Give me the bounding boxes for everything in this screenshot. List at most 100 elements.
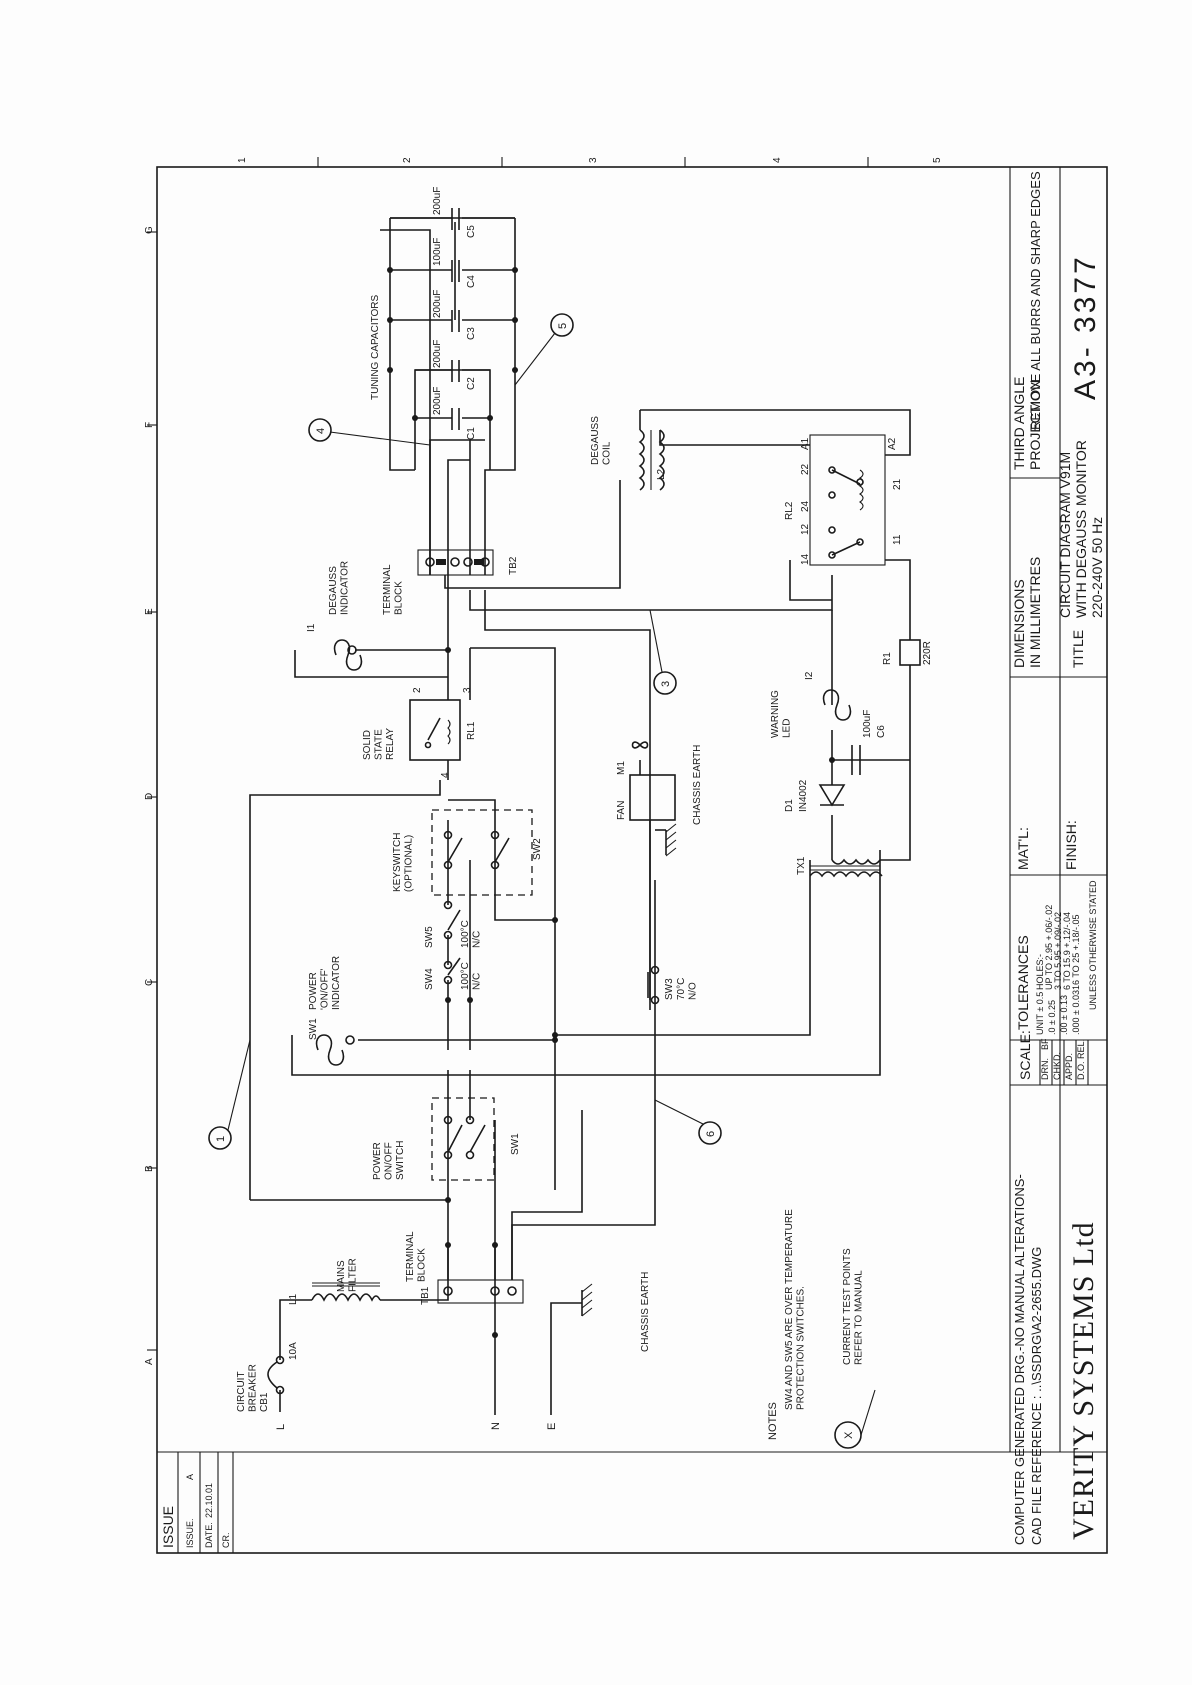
- burrs-note: REMOVE ALL BURRS AND SHARP EDGES: [1028, 171, 1043, 430]
- drn-label: DRN.: [1040, 1058, 1050, 1080]
- capacitor-symbols: [390, 208, 861, 775]
- c2-ref: C2: [466, 377, 477, 390]
- cb1-rating: 10A: [288, 1342, 299, 1360]
- drn-value: BF: [1040, 1038, 1050, 1050]
- rl2-pin-24: 24: [800, 500, 811, 512]
- mains-filter-label: MAINSFILTER: [336, 1258, 359, 1292]
- r1-ref: R1: [882, 652, 893, 665]
- keyswitch-label: KEYSWITCH(OPTIONAL): [392, 833, 415, 892]
- sw1-indicator-ref: SW1: [308, 1018, 319, 1040]
- zone-letter: D: [144, 793, 155, 800]
- sw2-keyswitch-symbol: [431, 809, 533, 896]
- rl2-pin-22: 22: [800, 463, 811, 475]
- rl1-relay-symbol: [409, 699, 461, 761]
- chassis-earth-symbols: [581, 823, 677, 1317]
- tb2-label: TERMINALBLOCK: [382, 564, 405, 615]
- indicator-lamps: [315, 639, 852, 1066]
- chassis-earth-1-label: CHASSIS EARTH: [640, 1272, 651, 1352]
- finish-label: FINISH:: [1063, 820, 1079, 870]
- mains-filter-inductor: [311, 1282, 381, 1302]
- c1-ref: C1: [466, 427, 477, 440]
- tol-holes-5: 16 TO 25 +.18/-.05: [1071, 915, 1081, 990]
- test-point-4: 4: [315, 428, 327, 434]
- c1-value: 200uF: [432, 387, 443, 415]
- input-e-label: E: [546, 1423, 558, 1430]
- thermal-switches: [443, 900, 660, 1005]
- zone-number: 1: [237, 157, 248, 163]
- c5-ref: C5: [466, 225, 477, 238]
- title-label: TITLE: [1070, 630, 1086, 668]
- c2-value: 200uF: [432, 340, 443, 368]
- sw1-indicator-label: POWER'ON/OFF'INDICATOR: [308, 956, 342, 1010]
- test-point-5: 5: [557, 323, 569, 329]
- d1-ref: D1: [784, 799, 795, 812]
- rl2-pin-12: 12: [800, 523, 811, 535]
- degauss-indicator-label: DEGAUSSINDICATOR: [328, 561, 351, 615]
- zone-ticks: [147, 157, 869, 1351]
- date-value: 22.10.01: [204, 1483, 214, 1518]
- sw5-spec: 100°CN/C: [460, 920, 483, 948]
- title-block: COMPUTER GENERATED DRG.-NO MANUAL ALTERA…: [1010, 171, 1107, 1545]
- tuning-caps-label: TUNING CAPACITORS: [370, 294, 381, 400]
- company-name: VERITY SYSTEMS Ltd: [1067, 1221, 1100, 1540]
- rl2-a1: A1: [800, 437, 811, 450]
- rl2-pin-11: 11: [892, 534, 903, 545]
- sw3-ref: SW3: [664, 978, 675, 1000]
- tol-left-4: .000 ± 0.03: [1071, 990, 1081, 1035]
- issue-label: ISSUE.: [185, 1518, 195, 1548]
- zone-letter: E: [144, 608, 155, 615]
- schematic-labels: L N E CIRCUITBREAKERCB1 10A MAINSFILTER …: [236, 187, 933, 1430]
- tb1-ref: TB1: [420, 1286, 431, 1305]
- fan-label: FAN: [616, 801, 627, 820]
- rl2-pin-14: 14: [800, 553, 811, 565]
- zone-letter: A: [144, 1358, 155, 1365]
- rl1-pin-2: 2: [412, 687, 423, 693]
- d1-diode: [818, 784, 846, 807]
- issue-value: A: [185, 1474, 195, 1480]
- rl1-pin-3: 3: [462, 687, 473, 693]
- input-n-label: N: [490, 1422, 502, 1430]
- cr-label: CR.: [221, 1533, 231, 1549]
- tol-left-1: UNIT ± 0.5: [1035, 992, 1045, 1035]
- projection-label: THIRD ANGLEPROJECTION: [1011, 377, 1043, 470]
- tol-footer: UNLESS OTHERWISE STATED: [1088, 880, 1098, 1010]
- dimensions-label: DIMENSIONSIN MILLIMETRES: [1011, 557, 1043, 668]
- rl2-pin-21: 21: [892, 478, 903, 490]
- tb2-ref: TB2: [508, 556, 519, 575]
- warning-led-label: WARNINGLED: [770, 690, 793, 738]
- sw4-ref: SW4: [424, 968, 435, 990]
- tolerances-title: TOLERANCES: [1015, 935, 1031, 1030]
- zone-letter: B: [144, 1165, 155, 1172]
- i1-ref: I1: [306, 623, 317, 632]
- sw5-ref: SW5: [424, 926, 435, 948]
- tx1-transformer: [809, 858, 883, 878]
- tol-holes-2: UP TO 2.95 +.06/-.02: [1044, 905, 1054, 990]
- zone-number: 2: [402, 157, 413, 163]
- notes-legend-symbol: X: [843, 1431, 855, 1439]
- rl1-ref: RL1: [466, 721, 477, 740]
- sw1-switch-ref: SW1: [510, 1133, 521, 1155]
- scale-label: SCALE:: [1017, 1030, 1033, 1080]
- degauss-coil-label: DEGAUSSCOIL: [590, 416, 613, 465]
- c4-value: 100uF: [432, 238, 443, 266]
- junctions: [387, 267, 835, 1338]
- rl2-contacts: [828, 466, 864, 559]
- r1-value: 220R: [922, 641, 933, 665]
- zone-number: 4: [772, 157, 783, 163]
- rl2-ref: RL2: [784, 501, 795, 520]
- notes-legend-text: CURRENT TEST POINTSREFER TO MANUAL: [842, 1248, 865, 1365]
- zone-number: 3: [588, 157, 599, 163]
- outer-frame: [156, 166, 1108, 1554]
- c6-ref: C6: [876, 725, 887, 738]
- test-point-6: 6: [705, 1131, 717, 1137]
- wiring: [249, 217, 911, 1415]
- zone-numbers: 1 2 3 4 5: [237, 157, 943, 163]
- zone-letter: C: [144, 979, 155, 986]
- c6-value: 100uF: [862, 710, 873, 738]
- appd-label: APPD.: [1064, 1053, 1074, 1080]
- rl1-label: SOLIDSTATERELAY: [362, 728, 396, 760]
- input-l-label: L: [275, 1424, 287, 1430]
- zone-letter: F: [144, 422, 155, 428]
